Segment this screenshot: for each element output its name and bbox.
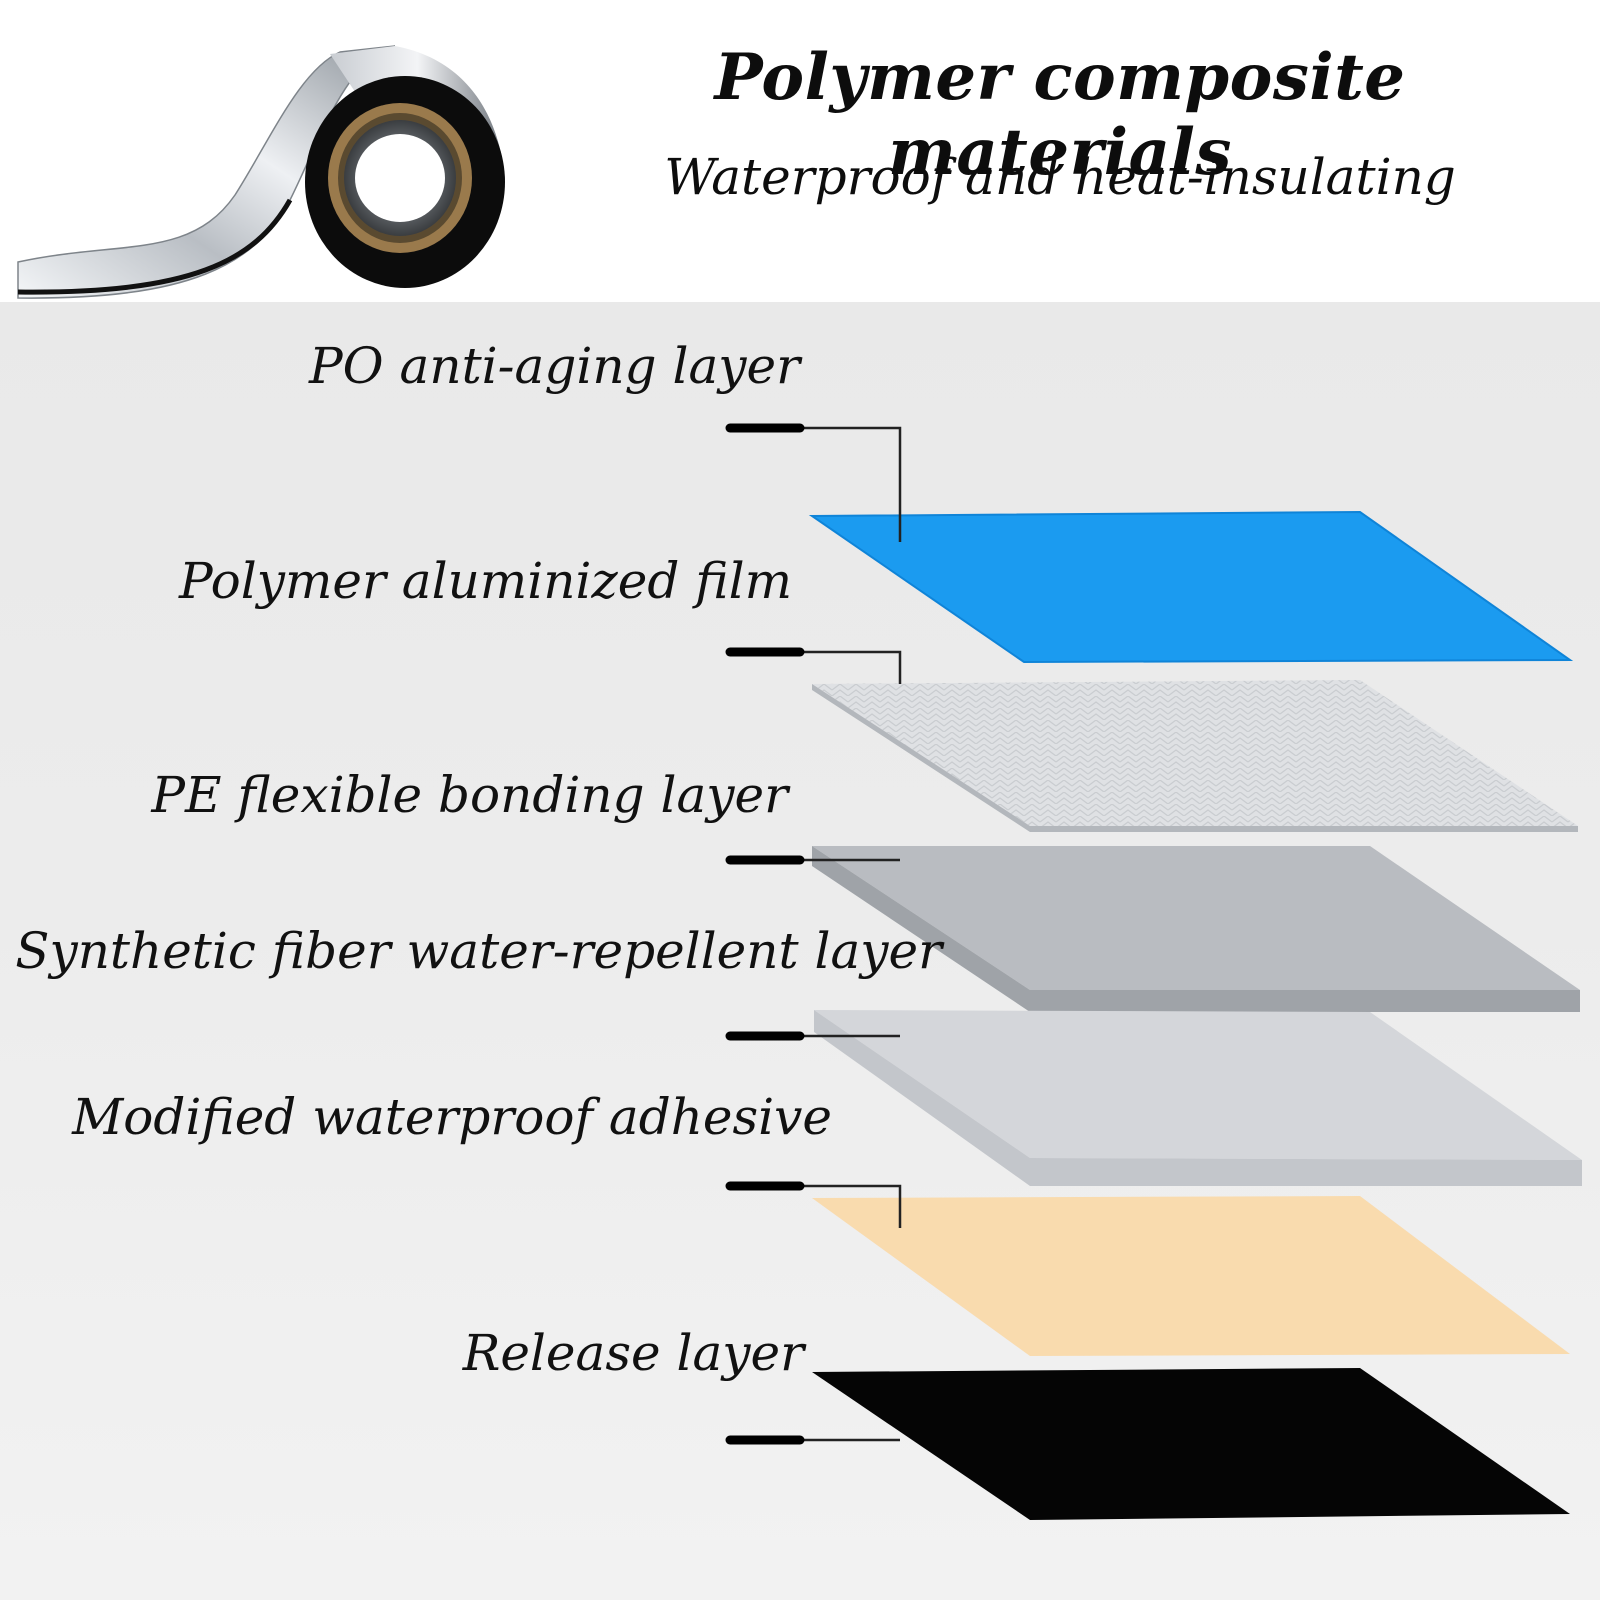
layer-sheet-release <box>812 1368 1570 1520</box>
main-title: Polymer composite materials <box>714 40 1406 190</box>
layer-label-release: Release layer <box>462 1324 804 1382</box>
header: Polymer composite materials Waterproof a… <box>0 0 1600 302</box>
layer-sheet-synthetic-fiber <box>814 1010 1582 1160</box>
layer-sheet-pe-bonding <box>812 846 1580 990</box>
layer-sheet-po-anti-aging <box>808 510 1574 664</box>
layer-label-aluminized-film: Polymer aluminized film <box>179 552 792 610</box>
layer-label-synthetic-fiber: Synthetic fiber water-repellent layer <box>15 922 942 980</box>
leader-tick <box>725 423 805 1445</box>
layer-sheet-waterproof-adhesive <box>812 1196 1570 1356</box>
layer-sheet-aluminized-film <box>812 680 1578 826</box>
leader-line <box>800 426 902 1442</box>
layer-label-pe-bonding: PE flexible bonding layer <box>151 766 788 824</box>
subtitle: Waterproof and heat-insulating <box>664 148 1456 206</box>
layer-label-waterproof-adhesive: Modified waterproof adhesive <box>72 1088 832 1146</box>
tape-roll-icon <box>17 45 505 299</box>
layer-label-po-anti-aging: PO anti-aging layer <box>309 337 800 395</box>
